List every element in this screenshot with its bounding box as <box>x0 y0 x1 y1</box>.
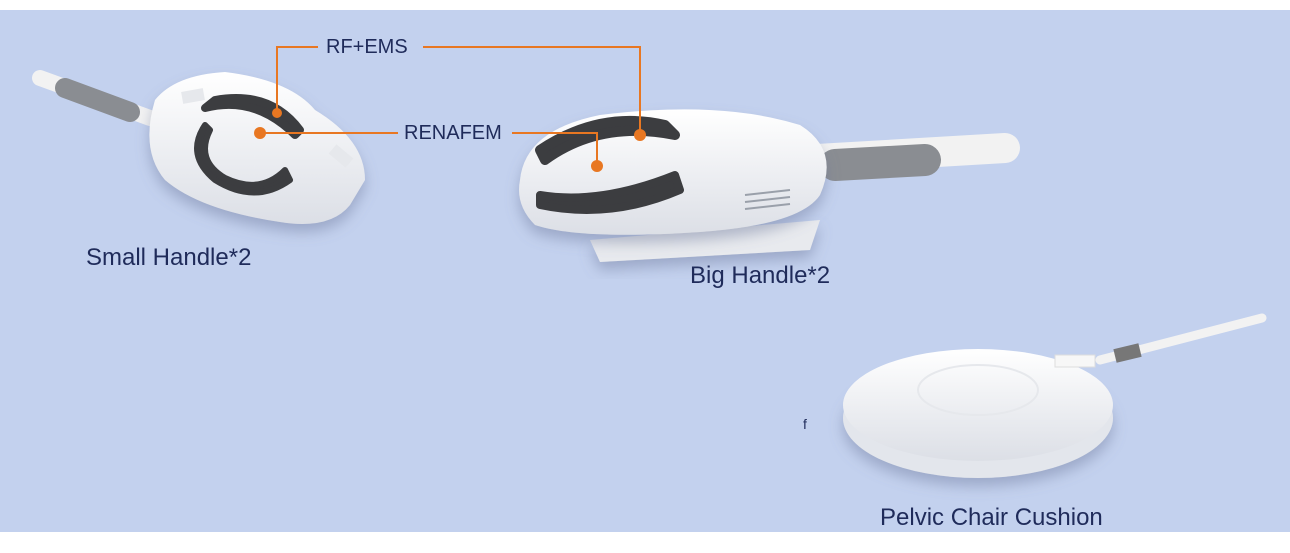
caption-pelvic-cushion: Pelvic Chair Cushion <box>880 504 1103 531</box>
caption-small-handle: Small Handle*2 <box>86 244 252 271</box>
big-handle-image <box>519 109 1020 262</box>
callout-leader-lines <box>260 46 641 165</box>
callout-renafem: RENAFEM <box>404 122 502 144</box>
callout-dots <box>254 108 646 172</box>
stray-mark: f <box>803 416 807 432</box>
pelvic-cushion-image <box>843 313 1267 478</box>
small-handle-image <box>32 70 365 224</box>
callout-rf-ems: RF+EMS <box>326 36 408 58</box>
caption-big-handle: Big Handle*2 <box>690 262 831 289</box>
